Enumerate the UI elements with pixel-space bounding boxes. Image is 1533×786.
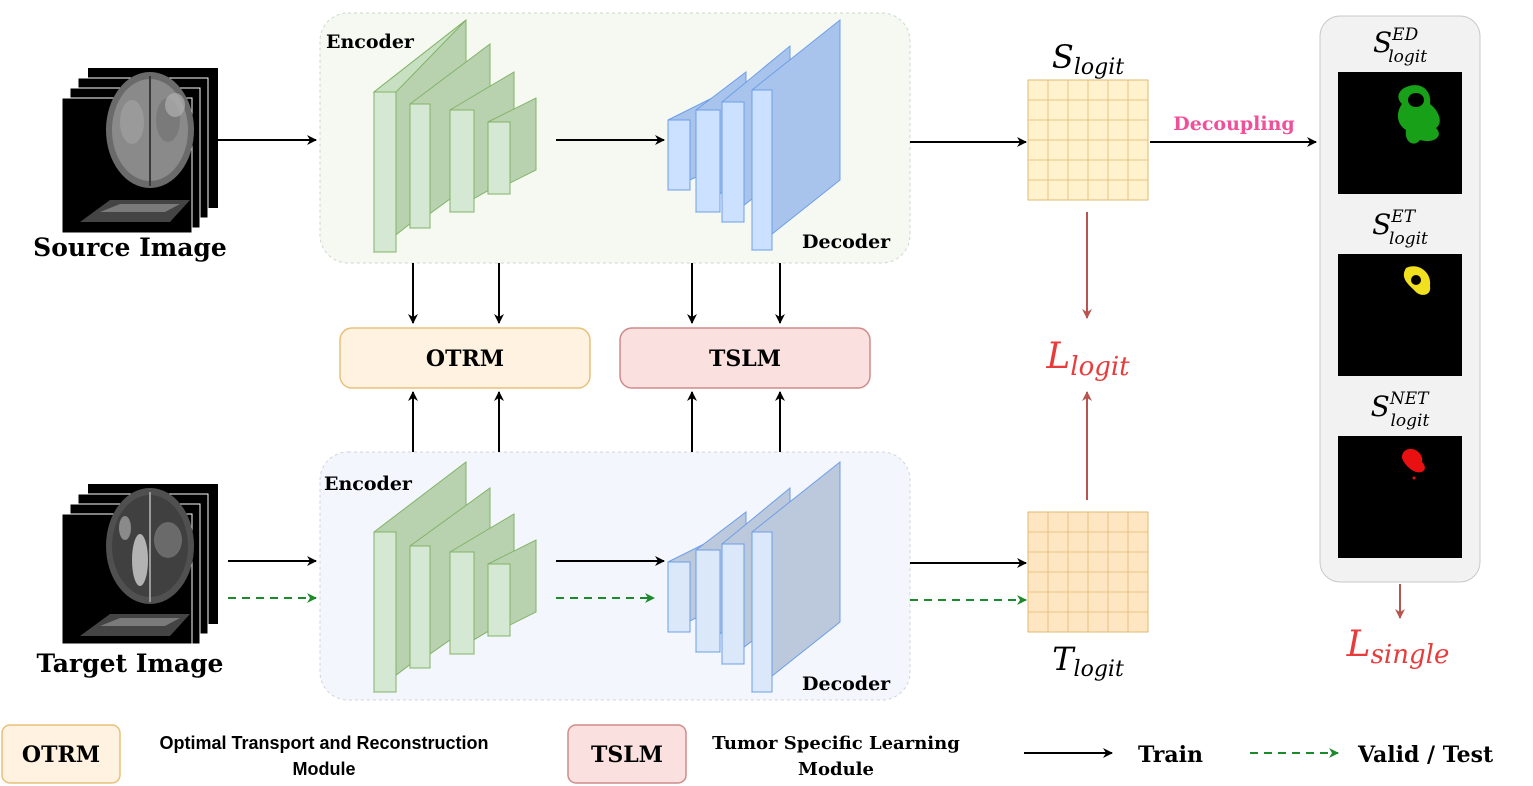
source-encoder-label: Encoder	[326, 31, 415, 53]
decoupling-label: Decoupling	[1173, 113, 1294, 135]
legend-tslm-line2: Module	[798, 759, 874, 780]
target-image-stack	[61, 484, 218, 645]
loss-arrows	[1082, 212, 1405, 619]
s-ed-mask	[1338, 72, 1462, 194]
target-decoder-label: Decoder	[802, 673, 891, 695]
loss-single-label: Lsingle	[1346, 624, 1450, 670]
t-logit-grid	[1027, 511, 1149, 633]
net-tumor-region	[1402, 448, 1425, 473]
legend-otrm-box	[1, 724, 121, 784]
source-encoder-blocks	[372, 18, 537, 254]
legend-otrm-line1: Optimal Transport and Reconstruction	[159, 733, 488, 753]
s-et-mask	[1338, 254, 1462, 376]
otrm-box	[339, 327, 591, 389]
source-brain-slice	[106, 72, 194, 188]
target-brain-slice	[106, 488, 194, 604]
legend-otrm-line2: Module	[293, 759, 356, 779]
otrm-label: OTRM	[426, 346, 504, 372]
target-decoder-blocks	[667, 460, 841, 694]
legend-tslm-abbr: TSLM	[591, 742, 663, 768]
legend-tslm-box	[567, 724, 687, 784]
t-logit-label: Tlogit	[1052, 640, 1124, 682]
train-arrows	[218, 135, 1317, 568]
source-image-stack	[61, 68, 218, 234]
tslm-label: TSLM	[709, 346, 781, 372]
valid-test-arrows	[228, 593, 1027, 605]
target-encoder-blocks	[373, 460, 537, 694]
s-net-mask	[1338, 436, 1462, 558]
target-encoder-label: Encoder	[324, 473, 413, 495]
loss-logit-label: Llogit	[1045, 336, 1130, 382]
legend-otrm-abbr: OTRM	[22, 742, 100, 768]
s-logit-grid	[1027, 79, 1149, 201]
legend-valid-label: Valid / Test	[1357, 742, 1494, 768]
legend-tslm-line1: Tumor Specific Learning	[712, 733, 960, 754]
legend-train-label: Train	[1138, 742, 1203, 768]
source-decoder-blocks	[667, 18, 841, 252]
s-logit-label: Slogit	[1052, 38, 1124, 80]
source-decoder-label: Decoder	[802, 231, 891, 253]
tslm-box	[619, 327, 871, 389]
target-image-label: Target Image	[37, 649, 224, 678]
source-image-label: Source Image	[33, 233, 227, 262]
